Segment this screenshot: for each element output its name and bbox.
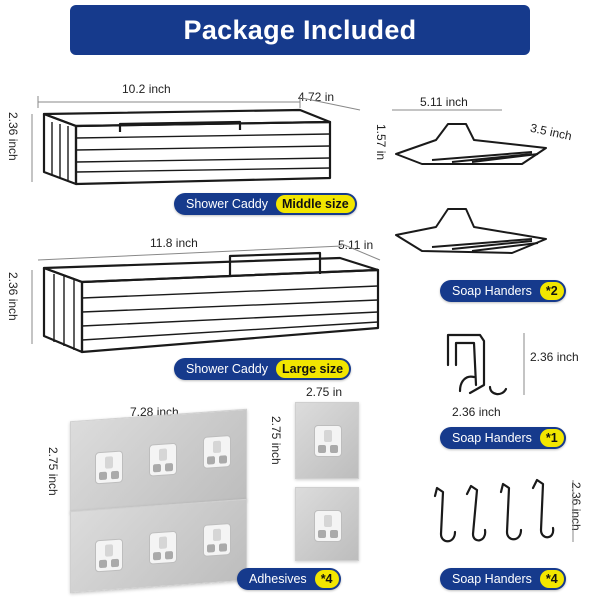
adhesive-small-pad-1: [295, 402, 359, 479]
over-door-hook-qty: *1: [539, 429, 564, 447]
soap-dish-label-text: Soap Handers: [452, 284, 532, 298]
caddy-middle-label-text: Shower Caddy: [186, 197, 268, 211]
adhesive-large-pad-1: [70, 408, 247, 514]
caddy-middle-width-label: 10.2 inch: [122, 82, 171, 96]
adhesive-hook-plate: [149, 442, 177, 477]
adhesive-hook-plate: [314, 510, 342, 542]
over-door-hook-label-text: Soap Handers: [452, 431, 532, 445]
page-title: Package Included: [183, 14, 417, 45]
over-door-hook-label: Soap Handers *1: [440, 427, 566, 449]
small-hooks-drawing: [433, 478, 574, 543]
adhesive-small-height-label: 2.75 inch: [269, 416, 283, 465]
adhesive-hook-plate: [203, 522, 231, 557]
caddy-large-depth-label: 5.11 in: [338, 238, 374, 252]
adhesive-small-pad-2: [295, 487, 359, 561]
adhesive-hook-plate: [95, 538, 123, 573]
adhesives-label-text: Adhesives: [249, 572, 307, 586]
soap-dish-1-drawing: [392, 109, 547, 165]
adhesive-hook-plate: [149, 530, 177, 565]
page-title-banner: Package Included: [70, 5, 530, 55]
soap-dish-width-label: 5.11 inch: [420, 95, 468, 109]
adhesive-large-height-label: 2.75 inch: [46, 447, 60, 496]
adhesive-small-width-label: 2.75 in: [306, 385, 343, 399]
adhesives-qty: *4: [314, 570, 339, 588]
caddy-middle-size-tag: Middle size: [276, 195, 355, 213]
caddy-large-width-label: 11.8 inch: [150, 236, 198, 250]
soap-dish-2-drawing: [395, 208, 547, 254]
adhesive-hook-plate: [95, 450, 123, 485]
over-door-hook-drawing: [446, 333, 525, 396]
caddy-large-size-tag: Large size: [276, 360, 350, 378]
soap-dish-height-label: 1.57 in: [374, 124, 388, 161]
caddy-middle-drawing: [31, 96, 361, 186]
caddy-middle-depth-label: 4.72 in: [298, 90, 335, 104]
caddy-middle-label: Shower Caddy Middle size: [174, 193, 357, 215]
caddy-large-label-text: Shower Caddy: [186, 362, 268, 376]
soap-dish-qty: *2: [539, 282, 564, 300]
caddy-large-drawing: [31, 243, 381, 354]
adhesive-hook-plate: [203, 434, 231, 469]
over-door-hook-height-label: 2.36 inch: [530, 350, 579, 364]
small-hooks-qty: *4: [539, 570, 564, 588]
over-door-hook-width-label: 2.36 inch: [452, 405, 501, 419]
caddy-large-label: Shower Caddy Large size: [174, 358, 352, 380]
adhesive-hook-plate: [314, 425, 342, 457]
caddy-large-height-label: 2.36 inch: [6, 272, 20, 321]
adhesive-large-pad-2: [70, 498, 247, 594]
adhesives-label: Adhesives *4: [237, 568, 341, 590]
caddy-middle-height-label: 2.36 inch: [6, 112, 20, 161]
soap-dish-label: Soap Handers *2: [440, 280, 566, 302]
small-hooks-label: Soap Handers *4: [440, 568, 566, 590]
small-hooks-label-text: Soap Handers: [452, 572, 532, 586]
